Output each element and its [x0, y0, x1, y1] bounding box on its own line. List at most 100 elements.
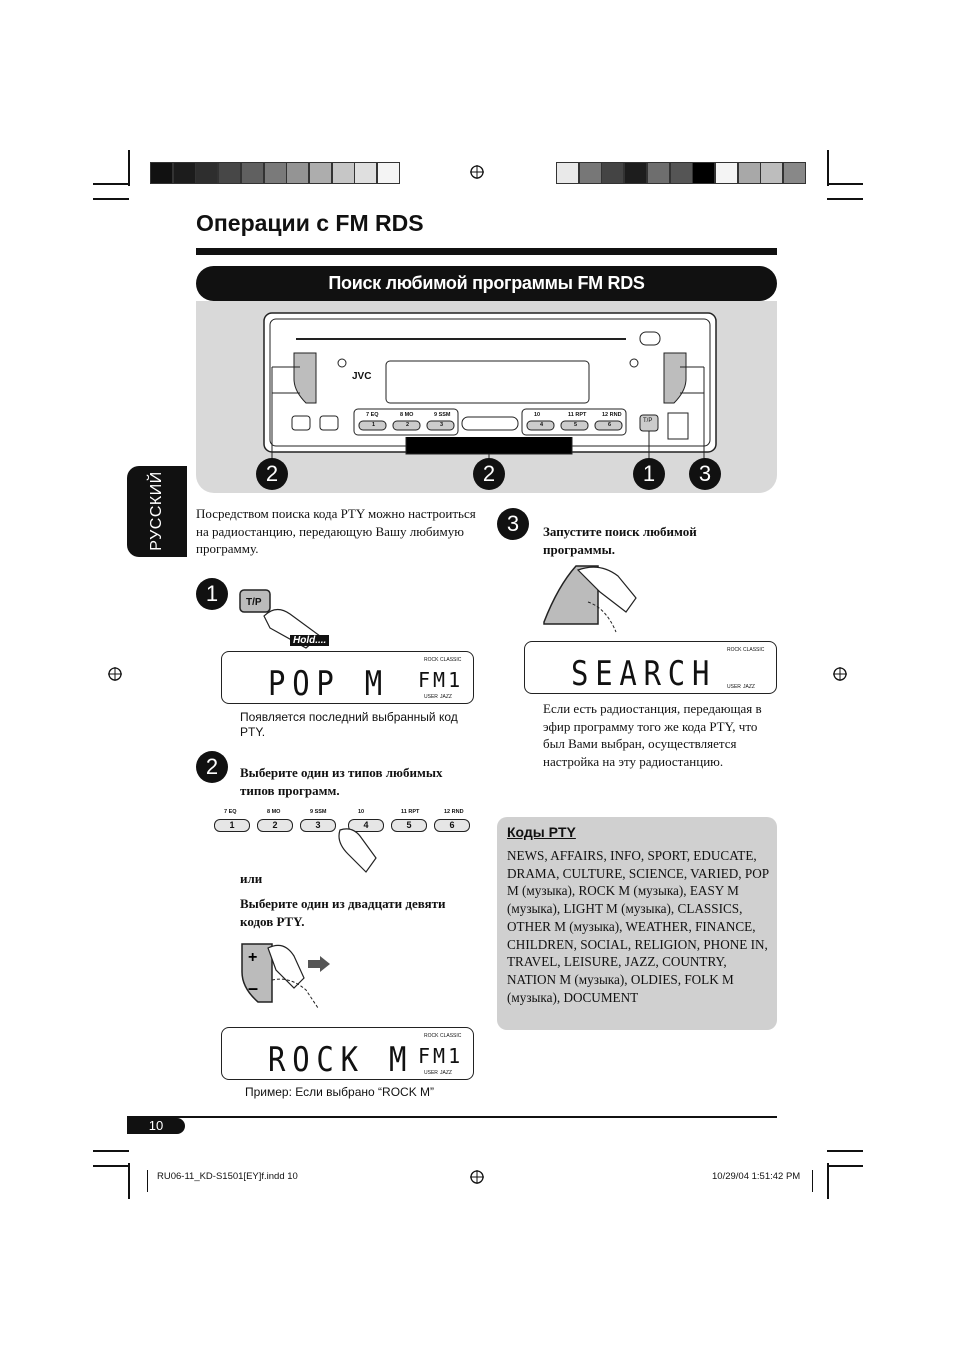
- color-swatch: [263, 162, 287, 184]
- color-swatch: [601, 162, 625, 184]
- device-preset-number: 1: [372, 422, 376, 428]
- device-preset-number: 2: [406, 422, 410, 428]
- device-preset-number: 3: [440, 422, 444, 428]
- step3-description: Если есть радиостанция, передающая в эфи…: [543, 701, 762, 769]
- preset-button-label: 8 MO: [267, 809, 281, 815]
- pty-codes-title: Коды PTY: [507, 824, 576, 840]
- finger-press-illustration: [338, 828, 377, 873]
- color-swatch: [714, 162, 738, 184]
- callout-3: 3: [689, 458, 721, 490]
- callout-1: 1: [633, 458, 665, 490]
- device-brand-logo: JVC: [352, 371, 372, 382]
- preset-button[interactable]: 6: [434, 819, 470, 832]
- lcd-tag-jazz: JAZZ: [743, 684, 755, 690]
- color-swatch: [240, 162, 264, 184]
- preset-button[interactable]: 5: [391, 819, 427, 832]
- lcd-main-text: SEARCH: [571, 654, 717, 694]
- device-preset-label: 9 SSM: [434, 412, 451, 418]
- title-rule: [196, 248, 777, 255]
- svg-text:–: –: [248, 978, 258, 998]
- lcd-main-text: ROCK M: [268, 1040, 414, 1080]
- device-preset-label: 8 MO: [400, 412, 414, 418]
- step3-text: Запустите поиск любимой программы.: [543, 524, 697, 557]
- device-preset-number: 6: [608, 422, 612, 428]
- color-swatch: [286, 162, 310, 184]
- hold-label: Hold....: [290, 635, 330, 646]
- lcd-display-rock-m: ROCK M FM1 ROCK CLASSIC USER JAZZ: [221, 1027, 474, 1080]
- callout-2a: 2: [256, 458, 288, 490]
- language-tab: РУССКИЙ: [127, 466, 187, 557]
- lcd-tag-user: USER: [424, 694, 438, 700]
- registration-mark-icon: [470, 165, 484, 179]
- device-preset-number: 5: [574, 422, 578, 428]
- lcd-display-search: SEARCH ROCK CLASSIC USER JAZZ: [524, 641, 777, 694]
- preset-button[interactable]: 4: [348, 819, 384, 832]
- registration-mark-icon: [108, 667, 122, 681]
- preset-button[interactable]: 3: [300, 819, 336, 832]
- preset-button[interactable]: 1: [214, 819, 250, 832]
- pty-codes-list: NEWS, AFFAIRS, INFO, SPORT, EDUCATE, DRA…: [507, 848, 769, 1005]
- lcd-tag-jazz: JAZZ: [440, 1070, 452, 1076]
- device-preset-label: 11 RPT: [568, 412, 587, 418]
- device-preset-number: 4: [540, 422, 544, 428]
- lcd-band-text: FM1: [418, 668, 464, 692]
- step2-number: 2: [196, 751, 228, 783]
- step2-caption: Пример: Если выбрано “ROCK M”: [245, 1085, 435, 1099]
- preset-button-label: 10: [358, 809, 365, 815]
- color-swatch: [172, 162, 196, 184]
- footer-rule: [127, 1116, 777, 1118]
- step3-number: 3: [497, 508, 529, 540]
- footer-file: RU06-11_KD-S1501[EY]f.indd 10: [157, 1171, 298, 1182]
- registration-mark-icon: [470, 1170, 484, 1184]
- preset-button-label: 12 RND: [444, 809, 464, 815]
- lcd-tag-rock: ROCK: [424, 657, 439, 663]
- lcd-tag-user: USER: [727, 684, 741, 690]
- device-tp-label: T/P: [643, 418, 653, 424]
- page-number: 10: [127, 1118, 185, 1134]
- color-swatch: [150, 162, 173, 184]
- lcd-tag-user: USER: [424, 1070, 438, 1076]
- lcd-band-text: FM1: [418, 1044, 464, 1068]
- section-banner: Поиск любимой программы FM RDS: [196, 266, 777, 301]
- svg-text:+: +: [248, 949, 257, 966]
- color-swatch: [195, 162, 219, 184]
- step1-caption: Появляется последний выбранный код PTY.: [240, 710, 458, 739]
- preset-button-label: 11 RPT: [401, 809, 420, 815]
- car-stereo-faceplate: [263, 312, 717, 461]
- color-swatch: [308, 162, 332, 184]
- device-preset-label: 10: [534, 412, 541, 418]
- preset-button[interactable]: 2: [257, 819, 293, 832]
- language-tab-label: РУССКИЙ: [148, 471, 165, 551]
- color-swatch: [377, 162, 400, 184]
- lcd-tag-jazz: JAZZ: [440, 694, 452, 700]
- seek-button-illustration: [543, 565, 637, 633]
- lcd-display-pop-m: POP M FM1 ROCK CLASSIC USER JAZZ: [221, 651, 474, 704]
- lcd-tag-rock: ROCK: [424, 1033, 439, 1039]
- page-title: Операции с FM RDS: [196, 210, 424, 236]
- plus-minus-button-illustration: + –: [241, 943, 330, 1009]
- callout-2b: 2: [473, 458, 505, 490]
- device-preset-label: 7 EQ: [366, 412, 379, 418]
- color-swatch: [783, 162, 806, 184]
- step2-or: или: [240, 871, 263, 886]
- lcd-main-text: POP M: [268, 664, 390, 704]
- color-swatch: [669, 162, 693, 184]
- lcd-tag-classic: CLASSIC: [440, 657, 462, 663]
- step2-text2: Выберите один из двадцати девяти кодов P…: [240, 896, 446, 929]
- preset-button-label: 7 EQ: [224, 809, 237, 815]
- color-swatch: [692, 162, 716, 184]
- color-swatch: [218, 162, 242, 184]
- color-swatch: [646, 162, 670, 184]
- footer-date: 10/29/04 1:51:42 PM: [712, 1171, 801, 1182]
- color-swatch: [354, 162, 378, 184]
- color-swatch: [331, 162, 355, 184]
- color-swatch: [578, 162, 602, 184]
- intro-text: Посредством поиска кода PTY можно настро…: [196, 506, 476, 556]
- lcd-tag-classic: CLASSIC: [440, 1033, 462, 1039]
- color-swatch: [760, 162, 784, 184]
- color-swatch: [624, 162, 648, 184]
- registration-mark-icon: [833, 667, 847, 681]
- lcd-tag-rock: ROCK: [727, 647, 742, 653]
- color-swatch: [737, 162, 761, 184]
- step1-number: 1: [196, 578, 228, 610]
